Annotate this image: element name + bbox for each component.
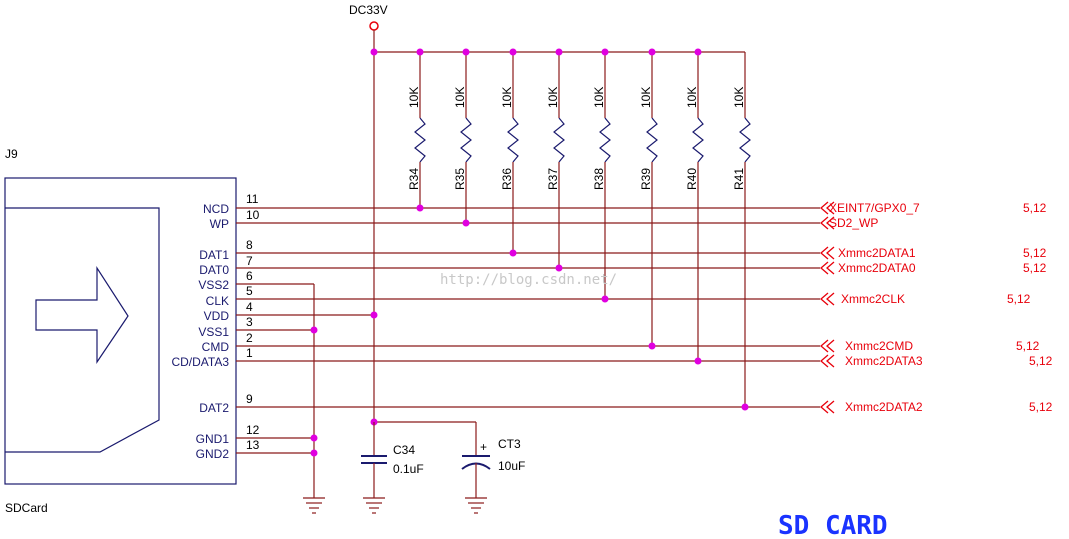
net-name: Xmmc2DATA1 (838, 246, 916, 260)
pin-name: CD/DATA3 (171, 355, 229, 369)
pin-name: DAT1 (199, 248, 229, 262)
resistor-ref: R37 (546, 168, 560, 190)
page-ref: 5,12 (1029, 354, 1053, 368)
resistor-ref: R36 (500, 168, 514, 190)
capacitor-ct3: + CT3 10uF (461, 422, 525, 498)
resistor-value: 10K (685, 87, 699, 108)
resistor-value: 10K (407, 87, 421, 108)
resistor-ref: R39 (639, 168, 653, 190)
resistor-value: 10K (500, 87, 514, 108)
capacitor-c34: C34 0.1uF (361, 422, 424, 498)
connector-value: SDCard (5, 501, 48, 515)
resistor-r40 (692, 117, 704, 163)
pin-name: VDD (204, 309, 230, 323)
pin-name: WP (210, 217, 229, 231)
resistor-value: 10K (592, 87, 606, 108)
ground-symbols (303, 497, 487, 514)
pin-name: GND2 (196, 447, 230, 461)
pin-name: NCD (203, 202, 229, 216)
watermark: http://blog.csdn.net/ (440, 272, 617, 288)
page-title: SD CARD (778, 511, 888, 539)
plus-icon: + (480, 440, 487, 454)
connector-ref: J9 (5, 147, 18, 161)
power-port-icon (369, 21, 379, 31)
pullup-resistors (414, 52, 751, 407)
resistor-r34 (414, 117, 426, 163)
ground-icon (303, 497, 325, 514)
net-name: Xmmc2DATA2 (845, 400, 923, 414)
pin-number: 5 (246, 284, 253, 298)
page-ref: 5,12 (1023, 246, 1047, 260)
pin-name: DAT0 (199, 263, 229, 277)
net-labels: XEINT7/GPX0_7 SD2_WP Xmmc2DATA1 Xmmc2DAT… (829, 201, 923, 414)
resistor-r36 (507, 117, 519, 163)
pin-number: 11 (246, 192, 259, 206)
ground-icon (465, 497, 487, 514)
pin-number: 12 (246, 423, 260, 437)
signal-wires (236, 207, 820, 498)
pin-number: 4 (246, 300, 253, 314)
resistor-ref: R35 (453, 168, 467, 190)
resistor-ref: R34 (407, 168, 421, 190)
capacitor-ref: C34 (393, 443, 415, 457)
pin-names: NCD WP DAT1 DAT0 VSS2 CLK VDD VSS1 CMD C… (171, 202, 229, 461)
resistor-r38 (599, 117, 611, 163)
resistor-ref: R41 (732, 168, 746, 190)
resistor-values: 10K 10K 10K 10K 10K 10K 10K 10K (407, 87, 746, 108)
pin-number: 6 (246, 269, 253, 283)
pin-name: DAT2 (199, 401, 229, 415)
page-ref: 5,12 (1007, 292, 1031, 306)
ground-icon (363, 497, 385, 514)
offpage-connectors (820, 201, 835, 414)
page-ref: 5,12 (1023, 261, 1047, 275)
resistor-r35 (460, 117, 472, 163)
resistor-r39 (646, 117, 658, 163)
page-ref: 5,12 (1016, 339, 1040, 353)
pin-name: CLK (206, 294, 229, 308)
resistor-r37 (553, 117, 565, 163)
power-label: DC33V (349, 3, 388, 17)
pin-number: 2 (246, 331, 253, 345)
capacitor-ref: CT3 (498, 437, 521, 451)
resistor-value: 10K (732, 87, 746, 108)
pin-number: 10 (246, 208, 260, 222)
capacitor-value: 0.1uF (393, 462, 424, 476)
resistor-ref: R40 (685, 168, 699, 190)
pin-number: 1 (246, 346, 253, 360)
pin-number: 13 (246, 438, 260, 452)
pin-number: 7 (246, 254, 253, 268)
resistor-ref: R38 (592, 168, 606, 190)
resistor-value: 10K (546, 87, 560, 108)
net-name: SD2_WP (829, 216, 878, 230)
net-name: XEINT7/GPX0_7 (829, 201, 920, 215)
net-name: Xmmc2CMD (845, 339, 913, 353)
junction-dots (310, 48, 749, 457)
net-name: Xmmc2DATA0 (838, 261, 916, 275)
resistor-value: 10K (639, 87, 653, 108)
resistor-refs: R34 R35 R36 R37 R38 R39 R40 R41 (407, 168, 746, 190)
insert-arrow-icon (35, 265, 129, 364)
sd-card-connector: J9 SDCard (4, 147, 237, 515)
net-name: Xmmc2CLK (841, 292, 905, 306)
pin-number: 9 (246, 392, 253, 406)
resistor-r41 (739, 117, 751, 163)
pin-number: 3 (246, 315, 253, 329)
page-ref: 5,12 (1023, 201, 1047, 215)
pin-name: VSS2 (198, 278, 229, 292)
pin-name: CMD (202, 340, 230, 354)
net-name: Xmmc2DATA3 (845, 354, 923, 368)
capacitor-value: 10uF (498, 459, 525, 473)
page-refs: 5,12 5,12 5,12 5,12 5,12 5,12 5,12 (1007, 201, 1053, 414)
resistor-value: 10K (453, 87, 467, 108)
pin-name: GND1 (196, 432, 230, 446)
pin-numbers: 11 10 8 7 6 5 4 3 2 1 9 12 13 (246, 192, 260, 452)
page-ref: 5,12 (1029, 400, 1053, 414)
pin-number: 8 (246, 238, 253, 252)
pin-name: VSS1 (198, 325, 229, 339)
